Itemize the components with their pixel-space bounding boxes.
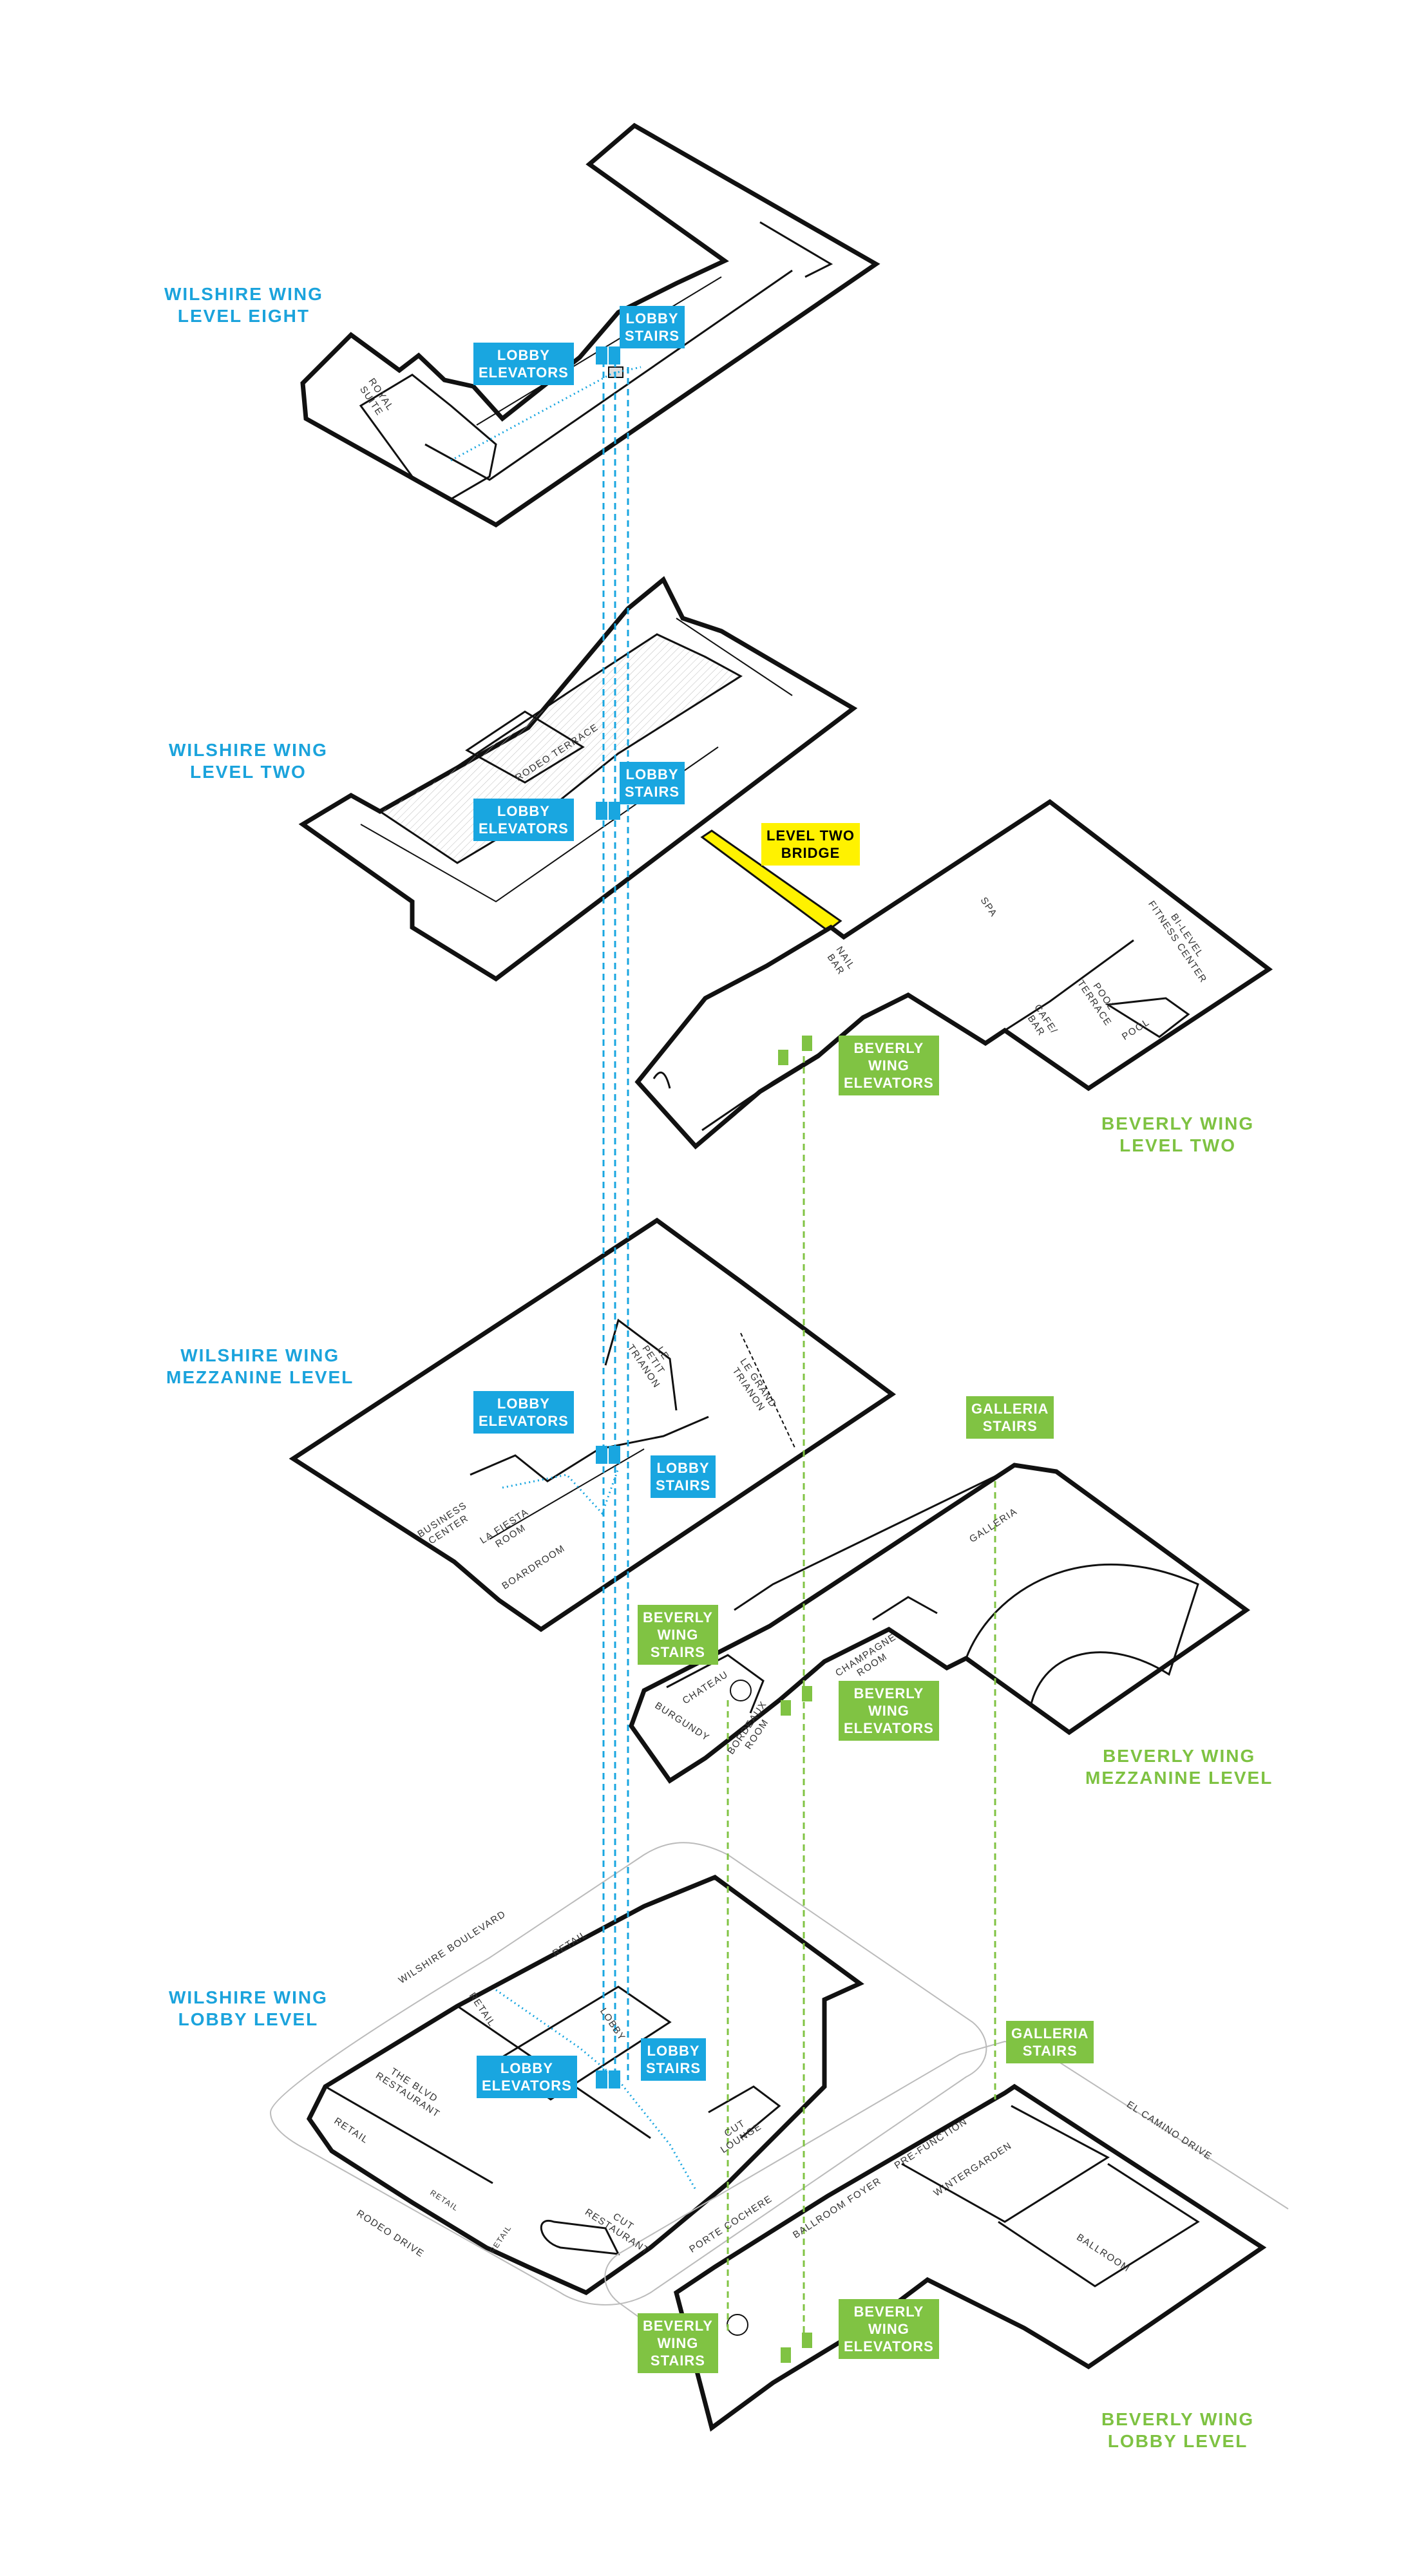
tag-w2-lobby-elevators: LOBBY ELEVATORS	[473, 799, 574, 841]
tag-bm-galleria-stairs: GALLERIA STAIRS	[966, 1396, 1054, 1439]
tag-line: ELEVATORS	[479, 820, 569, 837]
label-wilshire-mezzanine-level: WILSHIRE WING MEZZANINE LEVEL	[166, 1345, 354, 1388]
label-wilshire-level-two: WILSHIRE WING LEVEL TWO	[169, 739, 328, 783]
tag-line: STAIRS	[650, 2353, 705, 2369]
tag-line: ELEVATORS	[844, 1720, 934, 1736]
label-line: LEVEL TWO	[1119, 1135, 1236, 1155]
tag-line: ELEVATORS	[479, 1413, 569, 1429]
tag-line: LOBBY	[647, 2043, 700, 2059]
label-beverly-mezzanine-level: BEVERLY WING MEZZANINE LEVEL	[1085, 1745, 1273, 1789]
label-line: WILSHIRE WING	[169, 1987, 328, 2007]
tag-line: LOBBY	[625, 766, 679, 782]
wilshire-level-eight-plan	[300, 122, 880, 528]
tag-w8-lobby-elevators: LOBBY ELEVATORS	[473, 343, 574, 385]
tag-line: STAIRS	[1022, 2043, 1078, 2059]
tag-line: WING	[657, 2335, 699, 2351]
bridge-shape	[700, 829, 842, 932]
tag-wm-lobby-elevators: LOBBY ELEVATORS	[473, 1391, 574, 1434]
label-wilshire-lobby-level: WILSHIRE WING LOBBY LEVEL	[169, 1987, 328, 2031]
tag-line: WING	[868, 1057, 909, 1074]
wm-route	[502, 1468, 620, 1515]
tag-line: STAIRS	[650, 1644, 705, 1660]
tag-line: LOBBY	[497, 347, 550, 363]
tag-line: STAIRS	[656, 1477, 711, 1493]
label-line: LEVEL EIGHT	[177, 306, 310, 326]
tag-line: GALLERIA	[971, 1401, 1049, 1417]
tag-line: ELEVATORS	[844, 2338, 934, 2354]
label-line: BEVERLY WING	[1103, 1746, 1256, 1766]
tag-line: STAIRS	[982, 1418, 1038, 1434]
tag-line: BEVERLY	[643, 2318, 713, 2334]
tag-b2-beverly-wing-elevators: BEVERLY WING ELEVATORS	[839, 1036, 939, 1095]
wilshire-mezzanine-plan	[289, 1217, 897, 1633]
tag-line: LOBBY	[497, 1396, 550, 1412]
label-line: WILSHIRE WING	[169, 740, 328, 760]
label-line: BEVERLY WING	[1101, 1113, 1255, 1133]
beverly-street-outline	[604, 2040, 1289, 2345]
tag-line: BEVERLY	[853, 1040, 924, 1056]
tag-line: WING	[868, 2321, 909, 2337]
tag-line: LOBBY	[625, 310, 679, 327]
tag-line: LEVEL TWO	[766, 828, 855, 844]
tag-bl-galleria-stairs: GALLERIA STAIRS	[1006, 2021, 1094, 2063]
tag-bm-beverly-wing-stairs: BEVERLY WING STAIRS	[638, 1605, 718, 1665]
tag-line: ELEVATORS	[482, 2078, 572, 2094]
label-beverly-level-two: BEVERLY WING LEVEL TWO	[1101, 1113, 1254, 1157]
tag-wl-lobby-stairs: LOBBY STAIRS	[641, 2038, 707, 2081]
tag-line: LOBBY	[497, 803, 550, 819]
label-line: MEZZANINE LEVEL	[166, 1367, 354, 1387]
label-line: WILSHIRE WING	[180, 1345, 340, 1365]
label-line: MEZZANINE LEVEL	[1085, 1768, 1273, 1788]
label-line: WILSHIRE WING	[164, 284, 323, 304]
tag-line: ELEVATORS	[479, 365, 569, 381]
tag-line: GALLERIA	[1011, 2025, 1089, 2041]
tag-line: WING	[657, 1627, 699, 1643]
label-beverly-lobby-level: BEVERLY WING LOBBY LEVEL	[1101, 2409, 1254, 2452]
tag-line: BRIDGE	[781, 845, 841, 861]
label-line: LOBBY LEVEL	[1107, 2431, 1248, 2451]
label-wilshire-level-eight: WILSHIRE WING LEVEL EIGHT	[164, 283, 323, 327]
label-line: BEVERLY WING	[1101, 2409, 1255, 2429]
beverly-level-two-plan	[634, 799, 1273, 1150]
tag-wm-lobby-stairs: LOBBY STAIRS	[651, 1455, 716, 1498]
wilshire-level-two-plan	[298, 576, 858, 982]
tag-line: ELEVATORS	[844, 1075, 934, 1091]
tag-line: BEVERLY	[853, 2304, 924, 2320]
wilshire-street-outline	[269, 1842, 987, 2306]
tag-bm-beverly-wing-elevators: BEVERLY WING ELEVATORS	[839, 1681, 939, 1741]
label-line: LEVEL TWO	[190, 762, 307, 782]
tag-level-two-bridge: LEVEL TWO BRIDGE	[761, 823, 860, 866]
tag-line: LOBBY	[656, 1460, 710, 1476]
tag-line: STAIRS	[625, 328, 680, 344]
tag-line: WING	[868, 1703, 909, 1719]
tag-wl-lobby-elevators: LOBBY ELEVATORS	[477, 2056, 577, 2098]
tag-line: STAIRS	[625, 784, 680, 800]
tag-bl-beverly-wing-elevators: BEVERLY WING ELEVATORS	[839, 2299, 939, 2359]
wl-route	[495, 1989, 697, 2190]
tag-line: BEVERLY	[853, 1685, 924, 1701]
tag-line: STAIRS	[646, 2060, 701, 2076]
beverly-mezzanine-plan	[629, 1463, 1251, 1784]
tag-w8-lobby-stairs: LOBBY STAIRS	[620, 306, 685, 348]
tag-w2-lobby-stairs: LOBBY STAIRS	[620, 762, 685, 804]
label-line: LOBBY LEVEL	[178, 2009, 319, 2029]
tag-line: LOBBY	[500, 2060, 553, 2076]
tag-bl-beverly-wing-stairs: BEVERLY WING STAIRS	[638, 2313, 718, 2373]
tag-line: BEVERLY	[643, 1609, 713, 1625]
beverly-lobby-plan	[673, 2083, 1267, 2432]
vertical-connectors	[602, 361, 996, 2344]
